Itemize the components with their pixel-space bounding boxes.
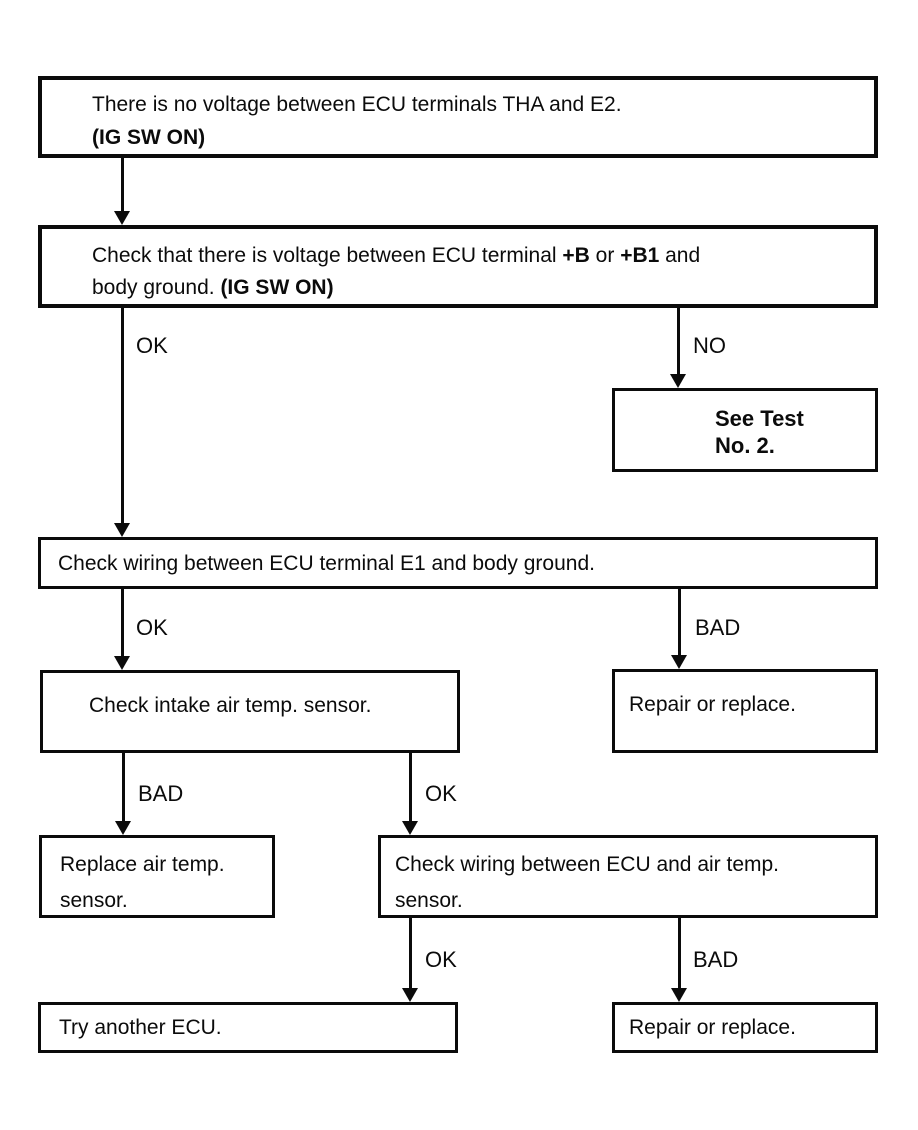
- check-wiring-e1-box: Check wiring between ECU terminal E1 and…: [38, 537, 878, 589]
- arrowhead-no-to-see-test: [670, 374, 686, 388]
- edge-label-ok: OK: [425, 947, 457, 972]
- replace-sensor-line2: sensor.: [60, 889, 128, 912]
- check-wiring-e1-text: Check wiring between ECU terminal E1 and…: [58, 551, 595, 575]
- connector-ok-to-wiring: [409, 753, 412, 821]
- see-test-line2: No. 2.: [715, 433, 775, 458]
- connector-bad-to-replace: [122, 753, 125, 821]
- arrowhead-ok-to-e1: [114, 523, 130, 537]
- check-intake-sensor-text: Check intake air temp. sensor.: [89, 694, 372, 717]
- edge-label-bad: BAD: [138, 781, 184, 806]
- problem-line1: There is no voltage between ECU terminal…: [92, 93, 622, 116]
- text-segment-bold: (IG SW ON): [220, 276, 334, 299]
- check-wiring-sensor-line2: sensor.: [395, 889, 463, 912]
- connector-ok-to-try-ecu: [409, 918, 412, 988]
- arrowhead-problem-to-check-voltage: [114, 211, 130, 225]
- check-intake-sensor-box: Check intake air temp. sensor.: [40, 670, 460, 753]
- problem-line2: (IG SW ON): [92, 126, 206, 149]
- check-voltage-line1: Check that there is voltage between ECU …: [92, 240, 856, 272]
- edge-label-ok: OK: [136, 615, 168, 640]
- edge-label-no: NO: [693, 333, 726, 358]
- arrowhead-ok-to-intake: [114, 656, 130, 670]
- connector-bad-to-repair-mid: [678, 589, 681, 655]
- repair-replace-mid-text: Repair or replace.: [629, 693, 796, 716]
- arrowhead-bad-to-repair-mid: [671, 655, 687, 669]
- repair-replace-mid-box: Repair or replace.: [612, 669, 878, 753]
- text-segment-bold: +B1: [620, 244, 660, 267]
- edge-label-ok: OK: [136, 333, 168, 358]
- check-voltage-line2: body ground. (IG SW ON): [92, 272, 856, 304]
- check-voltage-box: Check that there is voltage between ECU …: [38, 225, 878, 308]
- text-segment: and: [659, 244, 701, 267]
- connector-ok-to-intake: [121, 589, 124, 656]
- try-another-ecu-box: Try another ECU.: [38, 1002, 458, 1053]
- arrowhead-bad-to-repair-bottom: [671, 988, 687, 1002]
- repair-replace-bottom-box: Repair or replace.: [612, 1002, 878, 1053]
- edge-label-bad: BAD: [695, 615, 741, 640]
- connector-bad-to-repair-bottom: [678, 918, 681, 988]
- arrowhead-bad-to-replace: [115, 821, 131, 835]
- edge-label-ok: OK: [425, 781, 457, 806]
- replace-sensor-line1: Replace air temp.: [60, 853, 225, 876]
- text-segment: or: [589, 244, 621, 267]
- replace-sensor-box: Replace air temp. sensor.: [39, 835, 275, 918]
- repair-replace-bottom-text: Repair or replace.: [629, 1016, 796, 1039]
- check-wiring-sensor-line1: Check wiring between ECU and air temp.: [395, 853, 780, 876]
- connector-no-to-see-test: [677, 308, 680, 374]
- edge-label-bad: BAD: [693, 947, 739, 972]
- see-test-box: See Test No. 2.: [612, 388, 878, 472]
- text-segment-bold: +B: [562, 244, 590, 267]
- text-segment: body ground.: [92, 276, 221, 299]
- arrowhead-ok-to-wiring: [402, 821, 418, 835]
- arrowhead-ok-to-try-ecu: [402, 988, 418, 1002]
- connector-problem-to-check-voltage: [121, 158, 124, 212]
- see-test-line1: See Test: [715, 406, 804, 431]
- try-another-ecu-text: Try another ECU.: [59, 1016, 222, 1039]
- text-segment: Check that there is voltage between ECU …: [92, 244, 563, 267]
- check-wiring-sensor-box: Check wiring between ECU and air temp. s…: [378, 835, 878, 918]
- problem-box: There is no voltage between ECU terminal…: [38, 76, 878, 158]
- connector-ok-to-e1: [121, 308, 124, 523]
